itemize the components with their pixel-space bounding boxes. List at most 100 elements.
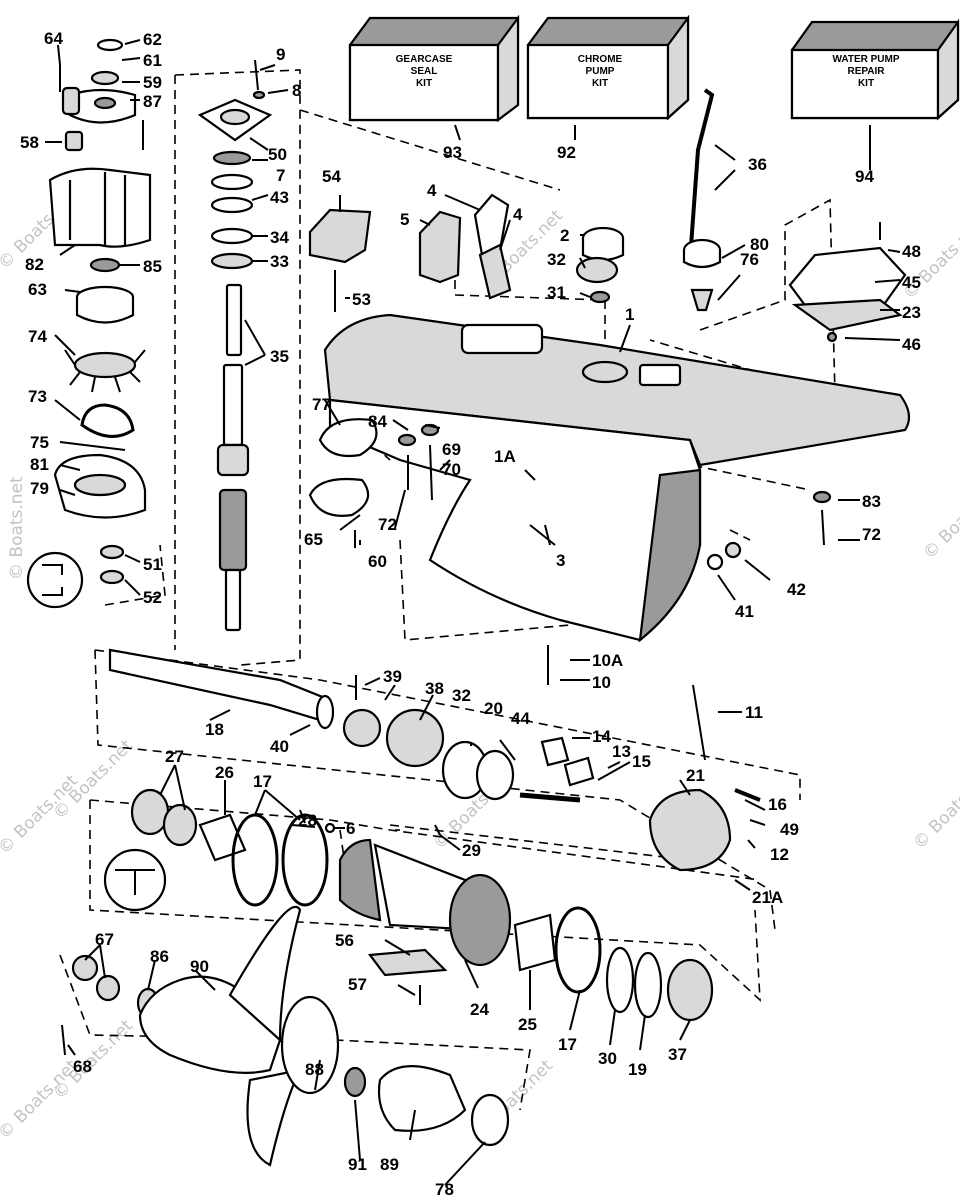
kit-93-line-1: GEARCASE [396,54,453,65]
callout-39: 39 [383,667,402,686]
callout-51: 51 [143,555,162,574]
callout-32: 32 [452,686,471,705]
gearcase-housing [323,313,911,643]
callout-78: 78 [435,1180,454,1199]
upper-small-parts [308,88,907,343]
water-pump-group [26,38,152,609]
callout-4: 4 [427,181,437,200]
callout-40: 40 [270,737,289,756]
callout-32: 32 [547,250,566,269]
callout-37: 37 [668,1045,687,1064]
callout-28: 28 [298,811,317,830]
callout-30: 30 [598,1049,617,1068]
callout-14: 14 [592,727,611,746]
callout-24: 24 [470,1000,489,1019]
callout-1A: 1A [494,447,516,466]
callout-19: 19 [628,1060,647,1079]
kit-94-line-2: REPAIR [847,66,885,77]
middle-small-parts [308,418,832,685]
callout-17: 17 [558,1035,577,1054]
callout-52: 52 [143,588,162,607]
callout-36: 36 [748,155,767,174]
kit-box-94: WATER PUMP REPAIR KIT [790,18,960,121]
bearing-carrier-group [103,788,714,1022]
kit-94-line-1: WATER PUMP [832,54,899,65]
callout-60: 60 [368,552,387,571]
callout-73: 73 [28,387,47,406]
callout-20: 20 [484,699,503,718]
callout-53: 53 [352,290,371,309]
callout-87: 87 [143,92,162,111]
callout-69: 69 [442,440,461,459]
callout-10A: 10A [592,651,623,670]
callout-67: 67 [95,930,114,949]
callout-57: 57 [348,975,367,994]
propeller-group [61,905,510,1167]
callout-50: 50 [268,145,287,164]
callout-61: 61 [143,51,162,70]
callout-23: 23 [902,303,921,322]
callout-38: 38 [425,679,444,698]
callout-10: 10 [592,673,611,692]
callout-72: 72 [378,515,397,534]
callout-93: 93 [443,143,462,162]
callout-43: 43 [270,188,289,207]
callout-58: 58 [20,133,39,152]
callout-11: 11 [745,703,763,722]
callout-5: 5 [400,210,409,229]
kit-box-92: CHROME PUMP KIT [526,14,690,121]
watermark: © Boats.net [919,476,960,564]
callout-54: 54 [322,167,341,186]
callout-70: 70 [442,460,461,479]
callout-16: 16 [768,795,787,814]
callout-74: 74 [28,327,47,346]
kit-92-line-3: KIT [592,78,608,89]
callout-45: 45 [902,273,921,292]
callout-86: 86 [150,947,169,966]
callout-79: 79 [30,479,49,498]
callout-94: 94 [855,167,874,186]
callout-77: 77 [312,395,331,414]
callout-76: 76 [740,250,759,269]
callout-7: 7 [276,166,285,185]
callout-6: 6 [346,819,355,838]
drive-shaft-group [197,59,273,632]
callout-82: 82 [25,255,44,274]
callout-48: 48 [902,242,921,261]
callout-83: 83 [862,492,881,511]
callout-26: 26 [215,763,234,782]
callout-25: 25 [518,1015,537,1034]
callout-65: 65 [304,530,323,549]
callout-72: 72 [862,525,881,544]
callout-4: 4 [513,205,523,224]
callout-15: 15 [632,752,651,771]
callout-33: 33 [270,252,289,271]
callout-63: 63 [28,280,47,299]
callout-75: 75 [30,433,49,452]
callout-3: 3 [556,551,565,570]
kit-93-line-2: SEAL [411,66,438,77]
callout-21: 21 [686,766,705,785]
kit-92-line-1: CHROME [578,54,623,65]
kit-box-93: GEARCASE SEAL KIT [348,14,520,123]
callout-35: 35 [270,347,289,366]
callout-42: 42 [787,580,806,599]
callout-68: 68 [73,1057,92,1076]
prop-shaft-group [108,648,761,872]
callout-13: 13 [612,742,631,761]
callout-41: 41 [735,602,754,621]
callout-44: 44 [511,709,530,728]
callout-17: 17 [253,772,272,791]
callout-56: 56 [335,931,354,950]
callout-90: 90 [190,957,209,976]
callout-59: 59 [143,73,162,92]
callout-29: 29 [462,841,481,860]
callout-62: 62 [143,30,162,49]
callout-34: 34 [270,228,289,247]
watermark: © Boats.net [909,766,960,854]
kit-93-line-3: KIT [416,78,432,89]
callout-81: 81 [30,455,49,474]
callout-9: 9 [276,45,285,64]
callout-64: 64 [44,29,63,48]
